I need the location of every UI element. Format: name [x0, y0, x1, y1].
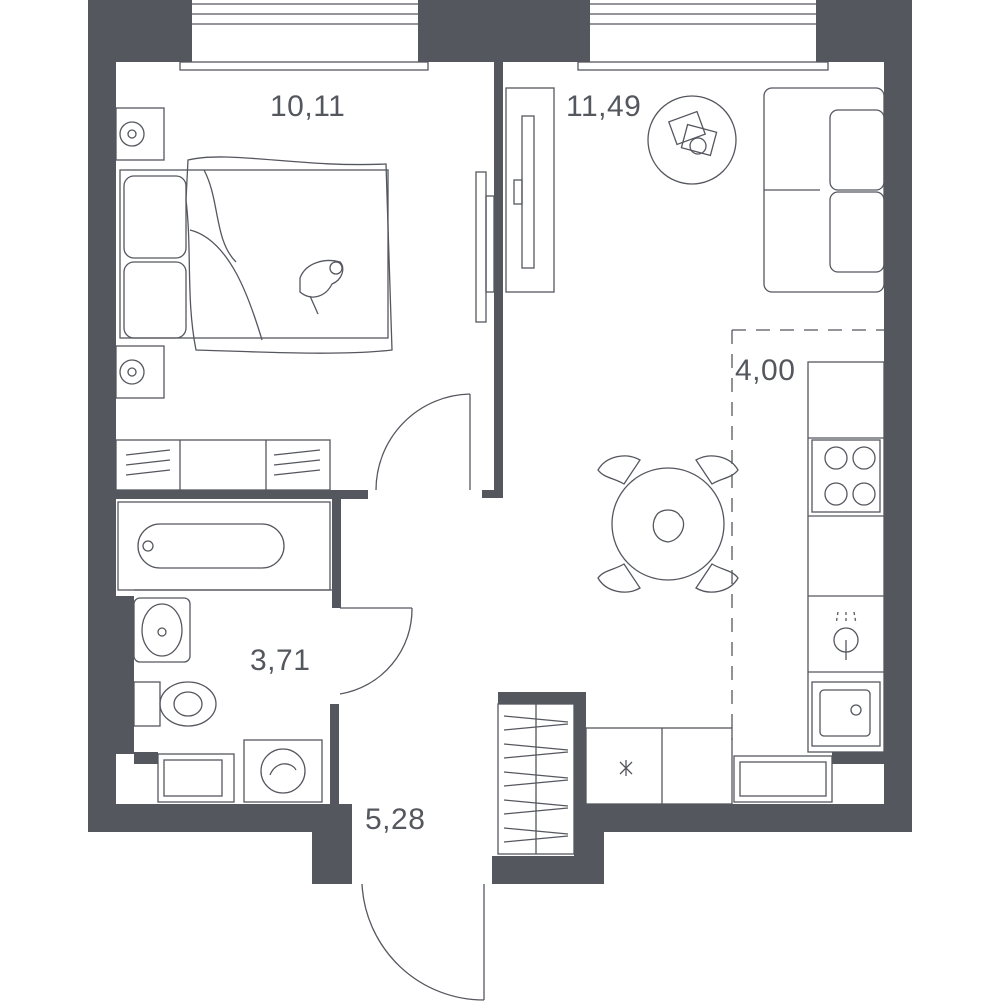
nightstand-bottom [115, 345, 165, 399]
wall-bath-bottom-nub [134, 752, 158, 764]
cooktop [811, 439, 881, 513]
bedroom-area-label: 10,11 [270, 90, 346, 123]
tv-bedroom [475, 171, 495, 323]
bathroom-area-label: 3,71 [250, 644, 311, 677]
living-area-label: 11,49 [566, 90, 642, 123]
window-bedroom [179, 3, 429, 71]
radiator-living [733, 755, 833, 803]
coffee-table [647, 95, 737, 185]
dining-chairs [597, 455, 739, 593]
nightstand-top [115, 107, 165, 161]
dog-figure [299, 259, 344, 315]
wall-closet-right [574, 692, 586, 858]
wall-kitchen-bottom-nub [832, 752, 884, 764]
toilet [133, 681, 217, 727]
washbasin [133, 597, 191, 663]
wall-right [884, 0, 912, 832]
door-bathroom [339, 607, 413, 695]
closet-hall [497, 703, 575, 855]
window-living [577, 3, 829, 71]
wall-bath-left-niche [116, 596, 134, 754]
wardrobe-bedroom [115, 439, 331, 491]
sofa [763, 87, 885, 293]
hall-area-label: 5,28 [365, 803, 426, 836]
kitchen-sink [811, 681, 881, 747]
wall-top-middle [418, 0, 590, 62]
wall-closet-top [498, 692, 586, 704]
wall-entrance-left-pier [312, 804, 352, 884]
wall-left [88, 0, 116, 832]
walls [88, 0, 912, 884]
bathtub [117, 501, 334, 591]
door-entrance [361, 883, 485, 1001]
faucet [833, 611, 859, 660]
radiator-bathroom [157, 753, 235, 803]
wall-bedroom-living-end [482, 490, 503, 498]
wall-bedroom-living [494, 62, 503, 498]
tv-living [505, 87, 555, 293]
washing-machine [243, 739, 323, 803]
fixtures [115, 3, 885, 1001]
kitchen-zone-border [731, 329, 884, 740]
wall-bath-right-lower [330, 704, 339, 804]
dining-table [611, 467, 725, 581]
kitchen-area-label: 4,00 [735, 354, 796, 387]
wall-bath-right-upper [332, 499, 341, 608]
door-bedroom [375, 393, 471, 491]
wall-bottom-left [88, 804, 342, 832]
kitchen-counter [807, 361, 885, 753]
fridge-cabinet [585, 727, 733, 805]
wall-bottom-right [578, 804, 912, 832]
bed [119, 156, 393, 354]
wall-bedroom-bath [116, 490, 368, 499]
